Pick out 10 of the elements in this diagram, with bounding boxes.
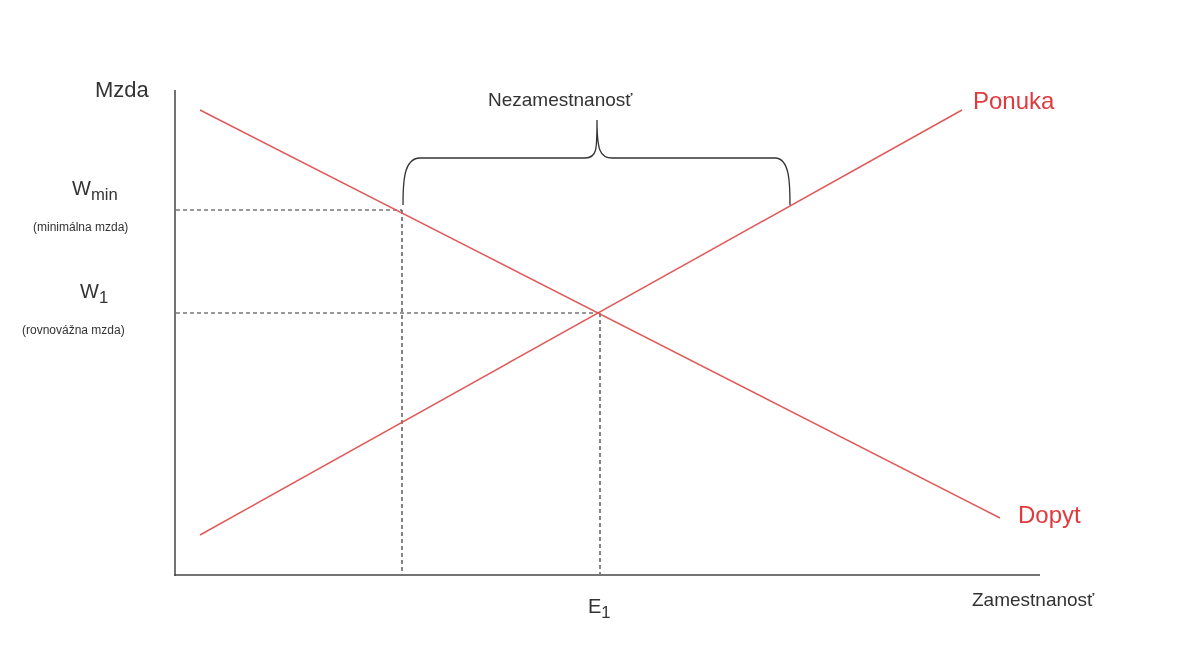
tick-note: (minimálna mzda) xyxy=(33,221,129,235)
tick-note: (rovnovážna mzda) xyxy=(22,324,125,338)
axis-label: Zamestnanosť xyxy=(972,590,1095,611)
curve-label: Ponuka xyxy=(973,88,1055,115)
bracket-label: Nezamestnanosť xyxy=(488,90,633,111)
tick-label: W$_{1}$ xyxy=(80,280,109,308)
tick-label: W$_{min}$ xyxy=(72,177,118,205)
axis-label: Mzda xyxy=(95,78,149,103)
tick-label: E$_{1}$ xyxy=(588,595,611,623)
curve-label: Dopyt xyxy=(1018,502,1081,529)
